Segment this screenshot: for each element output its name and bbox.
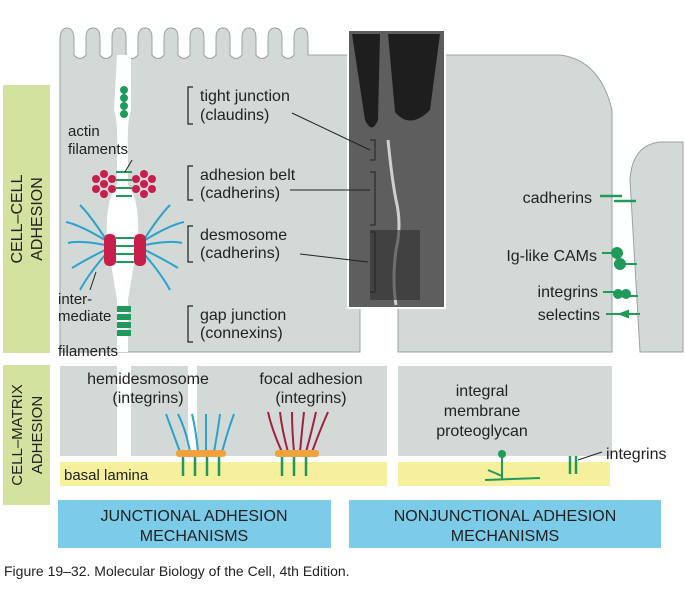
actin-label-line1: actin <box>68 123 100 140</box>
proteoglycan-label-line2: membrane <box>444 403 521 420</box>
intercellular-space <box>106 55 139 352</box>
gap-junction-label-line1: gap junction <box>200 307 286 324</box>
intermediate-pointer <box>89 271 97 291</box>
right-cell-upper <box>397 54 613 353</box>
cell-matrix-label-line2: ADHESION <box>29 396 46 474</box>
ig-cams-label: Ig-like CAMs <box>506 248 597 265</box>
actin-label-line2: filaments <box>68 141 128 158</box>
hemidesmosome-filaments <box>165 413 235 453</box>
cell-cell-label-box <box>3 85 50 353</box>
desmosome-plaque-right <box>134 234 146 266</box>
focal-adhesion-plaque <box>275 450 319 457</box>
left-cell-lower-b <box>197 366 387 456</box>
right-cell-lower <box>398 366 612 456</box>
lower-intercellular-space <box>117 366 131 456</box>
basal-lamina-right <box>398 462 610 486</box>
right-integrin-molecule <box>568 456 578 474</box>
nonjunctional-label-line2: MECHANISMS <box>451 528 559 545</box>
desmosome-intermediate-filaments <box>65 204 185 291</box>
cell-matrix-label-line1: CELL–MATRIX <box>9 384 26 485</box>
cadherins-molecule <box>600 194 636 203</box>
hemidesmosome-plaque <box>176 450 226 457</box>
cell-matrix-label-box <box>3 365 50 505</box>
tight-junction-label-line2: (claudins) <box>200 107 269 124</box>
nonjunctional-label-line1: NONJUNCTIONAL ADHESION <box>394 508 617 525</box>
adhesion-diagram: CELL–CELL ADHESION CELL–MATRIX ADHESION … <box>3 27 684 579</box>
proteoglycan-molecule <box>484 450 541 481</box>
hemidesmosome-integrins <box>181 457 221 476</box>
hemidesmosome-label-line1: hemidesmosome <box>87 371 209 388</box>
integrins-molecule <box>603 289 638 299</box>
hemidesmosome-label-line2: (integrins) <box>112 390 183 407</box>
right-neighbor-cell <box>629 141 684 353</box>
junctional-label-line2: MECHANISMS <box>140 528 248 545</box>
micrograph-desmosome <box>370 230 420 300</box>
cell-cell-label-line2: ADHESION <box>29 177 46 261</box>
cell-cell-label-line1: CELL–CELL <box>9 174 26 263</box>
selectins-molecule <box>606 309 640 319</box>
intermediate-label-line3: filaments <box>58 343 118 360</box>
proteoglycan-label-line3: proteoglycan <box>436 423 528 440</box>
left-cell-upper <box>59 27 361 353</box>
integrins-label: integrins <box>538 284 598 301</box>
desmosome-label-line1: desmosome <box>200 227 287 244</box>
adhesion-belt-cadherins <box>116 171 132 197</box>
basal-lamina-label: basal lamina <box>64 467 149 484</box>
gap-junction-connexons <box>117 306 131 336</box>
desmosome-plaque-left <box>104 234 116 266</box>
nonjunctional-mechanisms-box <box>349 500 661 548</box>
adhesion-belt-label-line1: adhesion belt <box>200 167 296 184</box>
adhesion-belt-actin <box>92 170 156 198</box>
adhesion-belt-label-line2: (cadherins) <box>200 185 280 202</box>
junctional-mechanisms-box <box>58 500 331 548</box>
junction-brackets <box>187 86 193 343</box>
selectins-label: selectins <box>538 307 600 324</box>
actin-pointer <box>124 159 133 173</box>
basal-lamina-left <box>60 462 387 486</box>
intermediate-label-line1: inter- <box>58 291 92 308</box>
focal-adhesion-label-line2: (integrins) <box>275 390 346 407</box>
focal-adhesion-actin <box>267 411 329 453</box>
ig-cams-molecule <box>602 247 637 270</box>
desmosome-cadherins <box>116 237 134 263</box>
gap-junction-label-line2: (connexins) <box>200 325 283 342</box>
desmosome-label-line2: (cadherins) <box>200 245 280 262</box>
integrins-right-label: integrins <box>606 446 666 463</box>
intermediate-label-line2: mediate <box>58 308 111 325</box>
proteoglycan-label-line1: integral <box>456 383 508 400</box>
cadherins-label: cadherins <box>523 190 592 207</box>
junctional-label-line1: JUNCTIONAL ADHESION <box>101 508 288 525</box>
integrins-right-pointer <box>577 451 603 461</box>
focal-adhesion-label-line1: focal adhesion <box>259 371 362 388</box>
micrograph-microvilli <box>352 34 440 128</box>
tight-junction-proteins <box>120 86 128 118</box>
tight-junction-label-line1: tight junction <box>200 88 290 105</box>
focal-adhesion-integrins <box>280 457 308 476</box>
figure-caption: Figure 19–32. Molecular Biology of the C… <box>4 563 350 579</box>
micrograph-leader-lines <box>290 112 376 293</box>
